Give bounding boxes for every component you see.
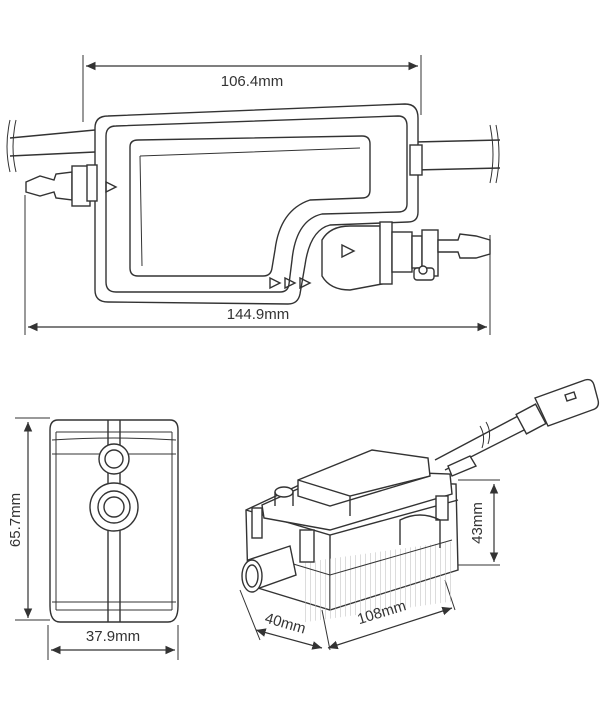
flow-arrow-icon <box>341 243 356 259</box>
overall-length-label: 144.9mm <box>227 306 290 323</box>
right-cable <box>414 139 501 171</box>
outlet-module <box>321 225 383 291</box>
display-window <box>129 135 371 277</box>
dim-side-width: 37.9mm <box>51 628 175 655</box>
flow-arrow-icon <box>269 276 312 290</box>
connector-plug <box>534 378 600 427</box>
flow-arrow-icon <box>105 180 118 194</box>
side-view <box>15 417 179 660</box>
pump-body-outline <box>94 103 419 305</box>
pump-height-label: 43mm <box>469 502 486 544</box>
dim-top-width: 106.4mm <box>86 61 418 90</box>
dim-overall-length: 144.9mm <box>28 306 487 332</box>
side-width-label: 37.9mm <box>86 628 140 645</box>
inlet-barb <box>25 171 73 201</box>
left-cable <box>9 129 96 157</box>
pump-3d-view <box>239 378 600 651</box>
power-cable <box>434 414 529 471</box>
dim-side-height: 65.7mm <box>7 422 33 618</box>
dim-pump-height: 43mm <box>469 484 499 562</box>
top-view <box>6 55 501 335</box>
side-height-label: 65.7mm <box>7 493 24 547</box>
top-width-label: 106.4mm <box>221 73 284 90</box>
